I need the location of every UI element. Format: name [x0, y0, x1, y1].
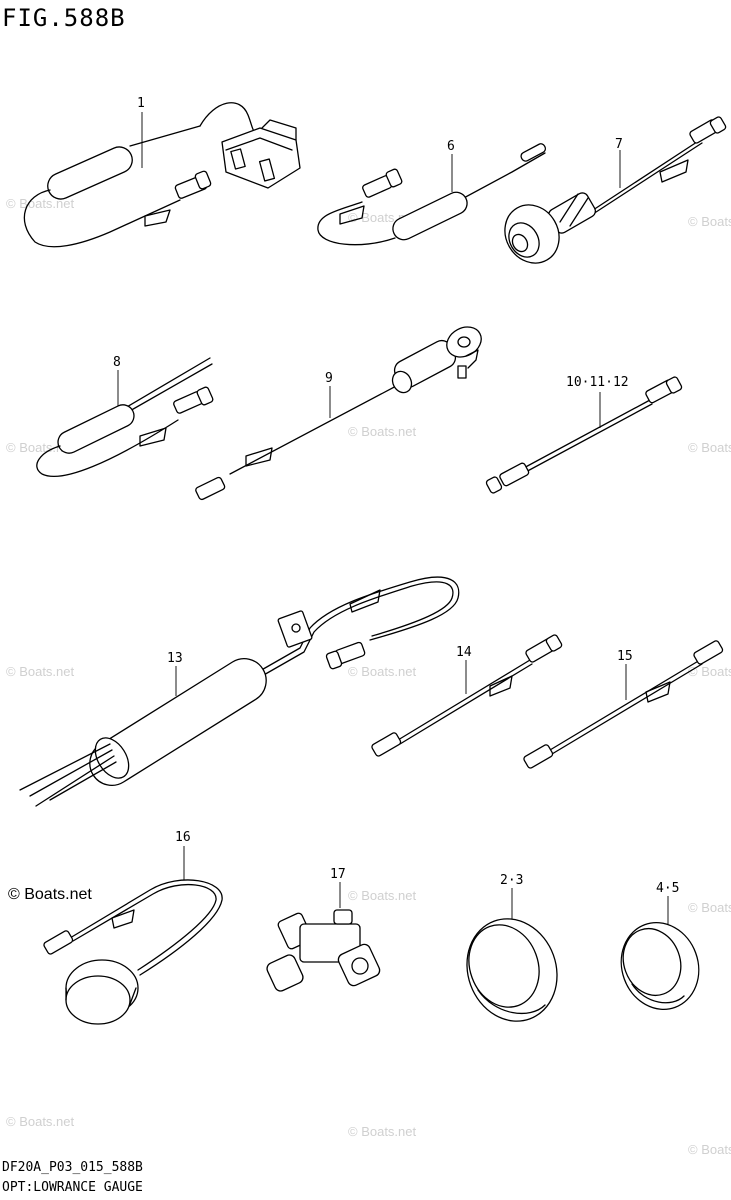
part-label: 17	[330, 867, 346, 882]
watermark: © Boats.net	[348, 1124, 417, 1139]
watermark: © Boats.net	[348, 664, 417, 679]
part-label: 15	[617, 649, 633, 664]
figure-caption: OPT:LOWRANCE GAUGE	[2, 1180, 143, 1195]
part-label: 7	[615, 137, 623, 152]
part-label: 2·3	[500, 873, 524, 888]
watermark: © Boats.net	[6, 664, 75, 679]
sensor-cable-icon	[195, 326, 482, 501]
part-label: 14	[456, 645, 472, 660]
gps-antenna-icon	[43, 846, 223, 1025]
watermark: © Boats.net	[348, 888, 417, 903]
power-cable-icon	[317, 143, 547, 246]
drop-cable-icon	[371, 634, 563, 757]
figure-title: FIG.588B	[2, 4, 126, 32]
part-label: 13	[167, 651, 183, 666]
transducer-cable-icon	[23, 102, 301, 248]
t-connector-icon	[266, 882, 381, 992]
watermark: © Boats.net	[688, 1142, 731, 1157]
extension-cable-icon	[485, 376, 683, 494]
part-label: 16	[175, 830, 191, 845]
watermark: © Boats.net	[688, 214, 731, 229]
watermark: © Boats.net	[6, 196, 75, 211]
power-cable-icon	[36, 357, 214, 478]
watermark: © Boats.net	[348, 424, 417, 439]
engine-interface-cable-icon	[19, 576, 460, 807]
part-label: 1	[137, 96, 145, 111]
bezel-ring-icon	[466, 888, 558, 1022]
drawing-code: DF20A_P03_015_588B	[2, 1160, 143, 1175]
watermark: © Boats.net	[6, 440, 75, 455]
watermark-main: © Boats.net	[8, 886, 92, 903]
part-label: 8	[113, 355, 121, 370]
part-label: 9	[325, 371, 333, 386]
bezel-ring-icon	[620, 896, 700, 1010]
watermark: © Boats.net	[6, 1114, 75, 1129]
through-hull-connector-icon	[504, 116, 727, 264]
watermark: © Boats.net	[688, 900, 731, 915]
watermark: © Boats.net	[688, 664, 731, 679]
part-label: 10·11·12	[566, 375, 629, 390]
part-label: 4·5	[656, 881, 680, 896]
drop-cable-icon	[523, 640, 724, 769]
watermark: © Boats.net	[688, 440, 731, 455]
part-label: 6	[447, 139, 455, 154]
